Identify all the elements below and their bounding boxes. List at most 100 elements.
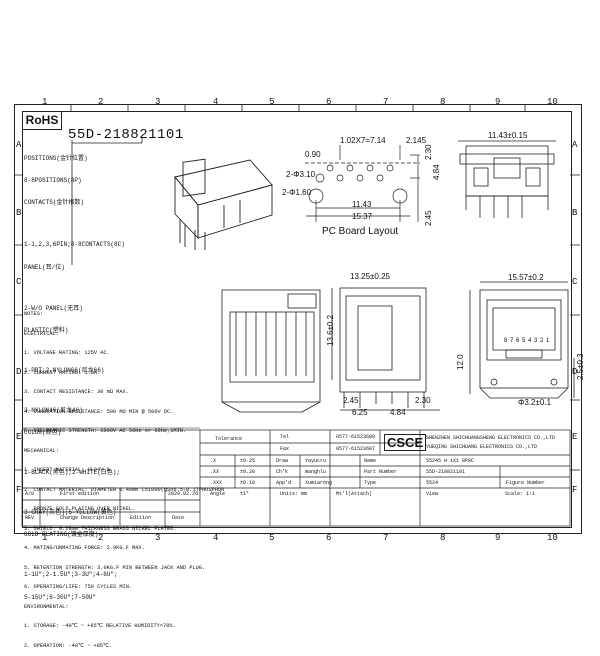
note-line: 1. INSERT MATERIAL: UL94V-0.	[24, 467, 114, 473]
tb-draw: Yayucru	[305, 458, 327, 464]
tb-type-label: Type	[364, 480, 377, 486]
column-number: 1	[42, 97, 48, 107]
tb-draw-label: Draw	[276, 458, 289, 464]
side-dim-484: 4.84	[390, 408, 406, 417]
tb-tol-key: Angle	[210, 491, 226, 497]
spec-contacts-title: CONTACTS(金针根数)	[24, 199, 85, 207]
column-number: 7	[383, 533, 389, 543]
column-number: 10	[547, 97, 558, 107]
tb-change: Change Description	[60, 515, 115, 521]
column-number: 9	[495, 97, 501, 107]
drawing-border-outer	[14, 104, 582, 534]
tb-company-2: YUEQING SHICHUANG ELECTRONICS CO.,LTD	[426, 444, 538, 450]
column-number: 6	[326, 97, 332, 107]
tb-name: 55245 H 1X1 8P8C	[426, 458, 475, 464]
tb-first-edition: First edition	[60, 491, 100, 497]
column-number: 10	[547, 533, 558, 543]
spec-gold-2: 5-15U";6-30U";7-50U"	[24, 593, 97, 601]
column-number: 1	[42, 533, 48, 543]
tb-tol-val: ±0.20	[240, 469, 256, 475]
face-dim-25: 2.5±0.3	[576, 353, 585, 380]
side-dim-230: 2.30	[415, 396, 431, 405]
column-number: 3	[155, 533, 161, 543]
side-dim-136: 13.6±0.2	[326, 314, 335, 346]
tb-partno: 55D-218821101	[426, 469, 466, 475]
tb-name-label: Name	[364, 458, 377, 464]
pcb-dim-2145: 2.145	[406, 136, 427, 145]
tb-fax: 0577-61523687	[336, 446, 376, 452]
column-number: 2	[98, 533, 104, 543]
tb-app-label: App'd	[276, 480, 292, 486]
spec-gold-1: 1-1U";2-1.5U";3-3U";4-6U";	[24, 571, 118, 579]
pcb-dim-1143: 11.43	[352, 200, 372, 209]
tb-tol-key: .XX	[210, 469, 220, 475]
tb-chk: Wanghlu	[305, 469, 327, 475]
row-letter: C	[572, 277, 578, 287]
tb-scale: Scale: 1:1	[505, 491, 536, 497]
column-number: 2	[98, 97, 104, 107]
row-letter: D	[572, 367, 578, 377]
spec-plastic-title: PLASTIC(塑料)	[24, 326, 69, 334]
note-line: BRONZE GOLD PLATING OVER NICKEL.	[24, 506, 136, 512]
tb-tol-key: .XXX	[210, 480, 223, 486]
face-dim-120: 12.0	[456, 354, 465, 370]
note-line: ENVIRONMENTAL:	[24, 603, 69, 610]
pcb-dim-160: 2-Φ1.60	[282, 188, 312, 197]
tb-company-1: SHENZHEN SHICHUANGSHENG ELECTRONICS CO.,…	[426, 435, 556, 441]
tb-app: Xumiarong	[305, 480, 333, 486]
column-number: 8	[440, 533, 446, 543]
spec-plastic-1: 1-PBT;2-NYLON66(尼龙66)	[24, 366, 105, 374]
note-line: MECHANICAL:	[24, 447, 59, 454]
spec-plastic-2: 3-NYLON46(尼龙46)	[24, 406, 83, 414]
face-dim-1557: 15.57±0.2	[508, 273, 544, 282]
tb-tel: 0577-61523680	[336, 434, 376, 440]
column-number: 5	[269, 533, 275, 543]
side-dim-245: 2.45	[343, 396, 359, 405]
note-line: ELECTRICAL:	[24, 330, 59, 337]
spec-legend: POSITIONS(金针位置) 8-8POSITIONS(8P) CONTACT…	[24, 140, 125, 608]
face-dim-32: Φ3.2±0.1	[518, 398, 552, 407]
row-letter: B	[572, 208, 578, 218]
tb-units: Units: mm	[280, 491, 308, 497]
pcb-dim-484: 4.84	[432, 164, 441, 180]
company-logo: CSCE	[384, 434, 427, 451]
column-number: 6	[326, 533, 332, 543]
pcb-dim-245: 2.45	[424, 210, 433, 226]
pcb-dim-pitch: 1.02X7=7.14	[340, 136, 386, 145]
side-view-width-dim: 11.43±0.15	[488, 131, 528, 140]
tb-rev: REV	[25, 515, 35, 521]
pcb-dim-310: 2-Φ3.10	[286, 170, 316, 179]
note-line: 3. SHIELD: 0.20mm THICKNESS BRASS NICKEL…	[24, 525, 177, 532]
note-line: 5. RETENTION STRENGTH: 3.0KG.F MIN BETWE…	[24, 564, 206, 571]
note-line: 1. STORAGE: -40℃ ~ +85℃ RELATIVE HUMIDIT…	[24, 623, 176, 629]
note-line: 3. CONTACT RESISTANCE: 30 mΩ MAX.	[24, 389, 129, 395]
row-letter: D	[16, 367, 22, 377]
pcb-dim-090: 0.90	[305, 150, 321, 159]
tb-tol-key: .X	[210, 458, 217, 464]
tb-tel-label: Tel	[280, 434, 290, 440]
note-line: 1. VOLTAGE RATING: 125V AC.	[24, 350, 110, 356]
side-dim-1325: 13.25±0.25	[350, 272, 390, 281]
spec-color-1: 1-BLACK(黑色);2-WHITE(白色);	[24, 469, 121, 477]
tb-material-label: Mt'l(Attach)	[336, 491, 373, 497]
drawing-lines	[14, 104, 580, 527]
pcb-dim-1537: 15.37	[352, 212, 373, 221]
row-letter: E	[572, 432, 578, 442]
row-letter: B	[16, 208, 22, 218]
tb-type: 5524	[426, 480, 439, 486]
spec-panel: 2-W/O PANEL(无耳)	[24, 304, 83, 312]
spec-gold-title: GOLD PLATING(镀金厚度)	[24, 531, 99, 539]
row-letter: F	[572, 485, 578, 495]
note-line: 2. CONTACT MATERIAL: DIAMETER 0.46mm C51…	[24, 486, 225, 493]
row-letter: F	[16, 485, 22, 495]
notes-block: NOTES: ELECTRICAL: 1. VOLTAGE RATING: 12…	[24, 298, 224, 656]
part-number-title: 55D-218821101	[68, 127, 184, 143]
column-number: 9	[495, 533, 501, 543]
tb-tol-val: ±0.25	[240, 458, 256, 464]
tb-view-label: View	[426, 491, 439, 497]
tb-edition: Edition	[130, 515, 152, 521]
tb-partno-label: Part Number	[364, 469, 398, 475]
side-dim-625: 6.25	[352, 408, 368, 417]
spec-panel-title: PANEL(耳/位)	[24, 263, 65, 271]
note-line: 2. OPERATION: -40℃ ~ +85℃.	[24, 642, 113, 649]
